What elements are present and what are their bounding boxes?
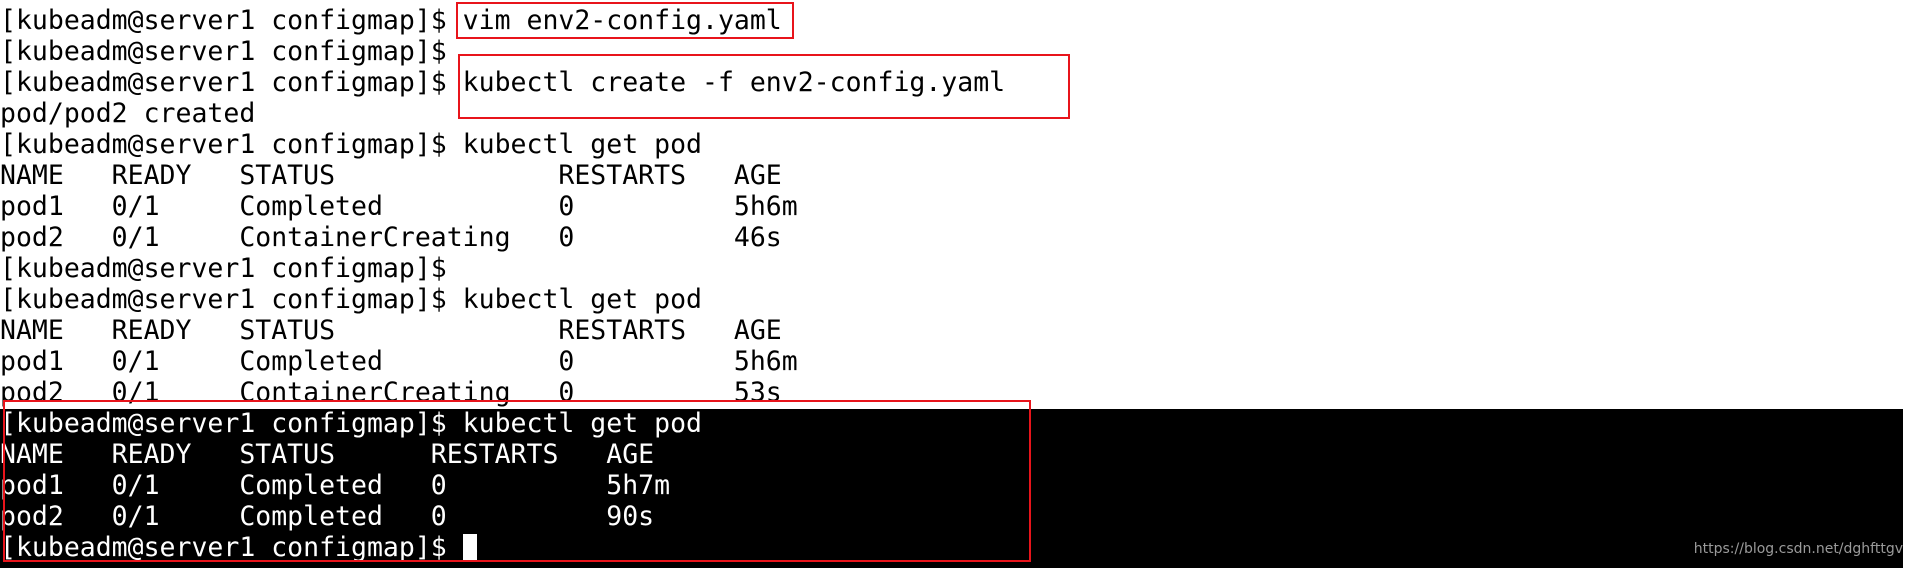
highlight-box-vim-command	[456, 2, 794, 39]
terminal-selected-region	[0, 409, 1903, 568]
terminal-prompt-text: [kubeadm@server1 configmap]$	[0, 532, 463, 563]
text-cursor	[462, 534, 477, 561]
terminal-line-12: pod1 0/1 Completed 0 5h6m	[0, 346, 798, 377]
terminal-line-3: [kubeadm@server1 configmap]$ kubectl cre…	[0, 67, 1006, 98]
terminal-line-17: pod2 0/1 Completed 0 90s	[0, 501, 655, 532]
terminal-line-16: pod1 0/1 Completed 0 5h7m	[0, 470, 671, 501]
terminal-line-6: NAME READY STATUS RESTARTS AGE	[0, 160, 782, 191]
terminal-line-8: pod2 0/1 ContainerCreating 0 46s	[0, 222, 782, 253]
terminal-line-7: pod1 0/1 Completed 0 5h6m	[0, 191, 798, 222]
terminal-line-13: pod2 0/1 ContainerCreating 0 53s	[0, 377, 782, 408]
terminal-line-2: [kubeadm@server1 configmap]$	[0, 36, 463, 67]
terminal-line-1: [kubeadm@server1 configmap]$ vim env2-co…	[0, 5, 782, 36]
terminal-prompt-line[interactable]: [kubeadm@server1 configmap]$	[0, 532, 477, 563]
highlight-box-final-output	[3, 400, 1031, 562]
terminal-line-15: NAME READY STATUS RESTARTS AGE	[0, 439, 655, 470]
terminal-line-14: [kubeadm@server1 configmap]$ kubectl get…	[0, 408, 702, 439]
terminal-line-9: [kubeadm@server1 configmap]$	[0, 253, 463, 284]
terminal-line-10: [kubeadm@server1 configmap]$ kubectl get…	[0, 284, 702, 315]
watermark-text: https://blog.csdn.net/dghfttgv	[1693, 541, 1903, 557]
terminal-line-4: pod/pod2 created	[0, 98, 256, 129]
terminal-line-5: [kubeadm@server1 configmap]$ kubectl get…	[0, 129, 702, 160]
highlight-box-create-command	[458, 54, 1070, 119]
terminal-line-11: NAME READY STATUS RESTARTS AGE	[0, 315, 782, 346]
